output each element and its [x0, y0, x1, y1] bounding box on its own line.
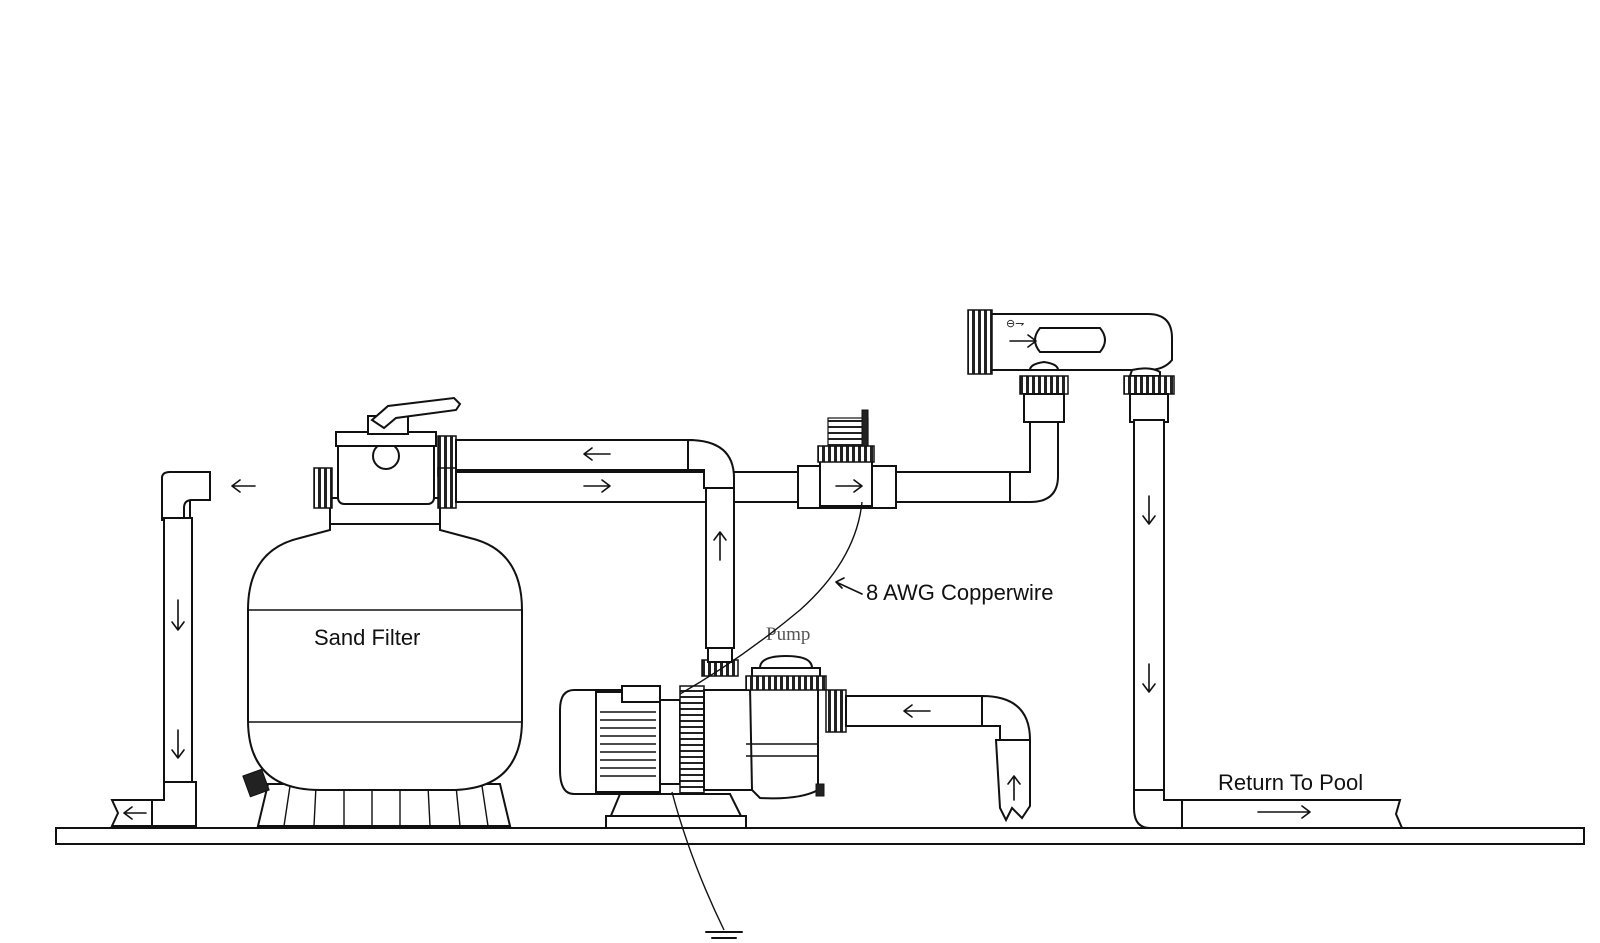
flow-arrow-up-2: [1007, 775, 1021, 801]
cell-terminal-icon: ⊖⇁: [1006, 317, 1024, 330]
flow-arrow-down-2: [171, 729, 185, 759]
flow-arrow-down-4: [1142, 663, 1156, 693]
return-to-pool-label: Return To Pool: [1218, 770, 1363, 795]
flow-arrow-left-3: [583, 447, 611, 461]
pipe-to-chlorinator: [895, 419, 1059, 503]
pump: Pump: [559, 624, 827, 829]
pump-label: Pump: [766, 624, 810, 645]
left-drain-pipe: [110, 471, 256, 827]
sand-filter: Sand Filter: [242, 396, 523, 827]
anode-fitting: [797, 409, 897, 509]
chlorinator-cell: ⊖⇁: [967, 309, 1175, 423]
right-return-pipe: Return To Pool: [1133, 419, 1404, 829]
copper-wire: 8 AWG Copperwire: [679, 501, 1053, 695]
pump-suction-pipe: [825, 689, 1031, 823]
copper-wire-label: 8 AWG Copperwire: [866, 580, 1053, 605]
flow-arrow-left-1: [231, 479, 256, 493]
ground-slab: [55, 827, 1585, 845]
flow-arrow-right-2: [835, 479, 863, 493]
copper-wire-pointer-arrow: [835, 577, 863, 595]
flow-arrow-down-1: [171, 599, 185, 631]
flow-arrow-right-1: [583, 479, 611, 493]
ground-wire: [671, 791, 743, 939]
flow-arrow-right-3: [1009, 334, 1037, 348]
upper-pipes: [455, 438, 803, 677]
flow-arrow-down-3: [1142, 495, 1156, 525]
flow-arrow-left-2: [123, 806, 147, 820]
flow-arrow-up-1: [713, 531, 727, 561]
flow-arrow-right-4: [1257, 805, 1311, 819]
flow-arrow-left-4: [903, 704, 931, 718]
sand-filter-label: Sand Filter: [314, 625, 420, 650]
